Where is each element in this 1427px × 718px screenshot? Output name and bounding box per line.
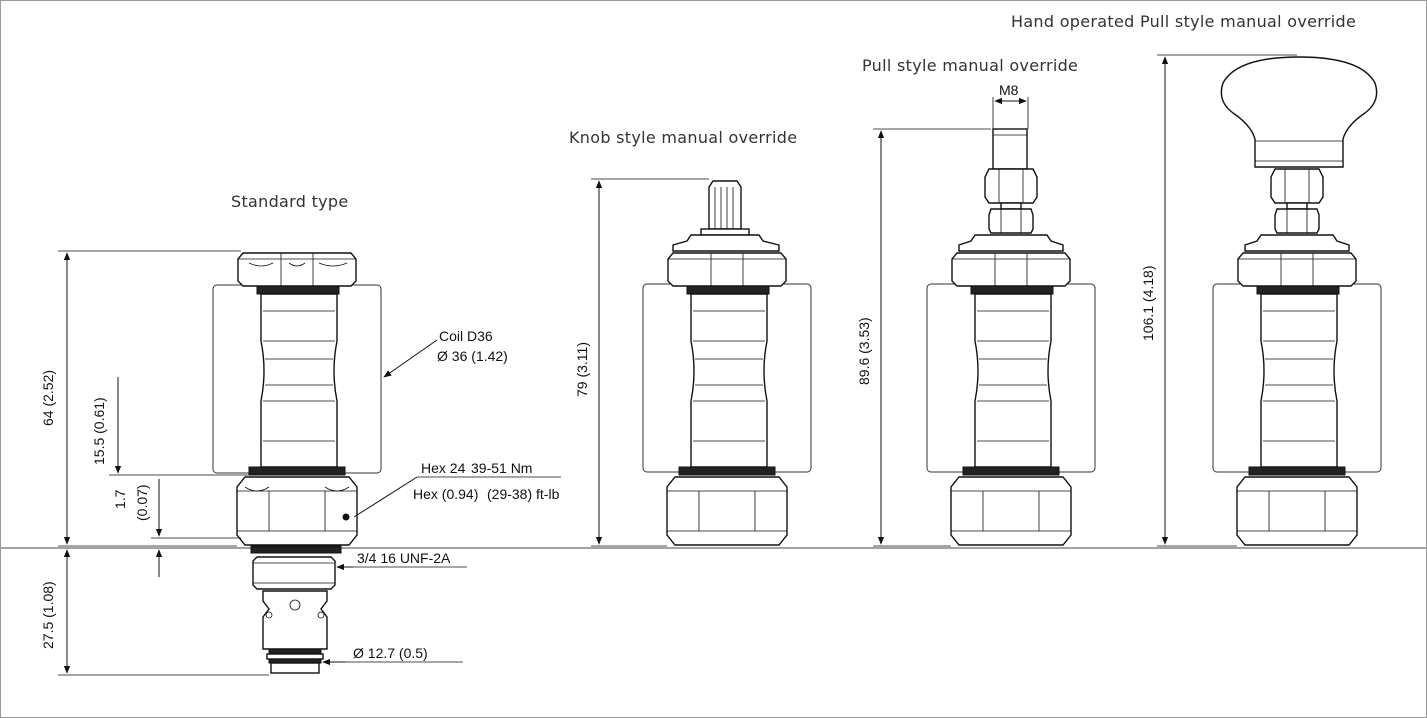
cartridge-thread (252, 556, 336, 590)
dim-15-5: 15.5 (0.61) (91, 397, 107, 465)
bottom-ring (248, 466, 346, 476)
spool-diameter-label: Ø 12.7 (0.5) (353, 645, 428, 661)
dim-1-7: 1.7 (112, 489, 128, 509)
dim-89-6: 89.6 (3.53) (856, 317, 872, 385)
knob-style-title: Knob style manual override (569, 128, 797, 147)
standard-type-title: Standard type (231, 192, 349, 211)
hand-operated-title: Hand operated Pull style manual override (1011, 12, 1356, 31)
dim-0-07: (0.07) (134, 484, 150, 521)
override-knob (708, 180, 742, 230)
hex-inch-label: Hex (0.94) (413, 486, 478, 502)
dim-64: 64 (2.52) (40, 370, 56, 426)
knob-view: Knob style manual override 79 (3.11) (569, 128, 812, 547)
standard-view: Standard type (40, 192, 561, 676)
pull-handle (1220, 56, 1378, 168)
pull-stem (992, 128, 1028, 170)
thread-spec-label: 3/4 16 UNF-2A (357, 550, 451, 566)
pull-style-title: Pull style manual override (862, 56, 1078, 75)
dim-79: 79 (3.11) (574, 342, 590, 397)
cartridge-body (262, 590, 328, 650)
coil-diameter-label: Ø 36 (1.42) (437, 348, 508, 364)
dim-106-1: 106.1 (4.18) (1140, 266, 1156, 342)
hex-size-label: Hex 24 (421, 460, 466, 476)
seal-ring (250, 545, 342, 554)
hand-view: Hand operated Pull style manual override (1011, 12, 1382, 547)
dim-m8: M8 (999, 82, 1019, 98)
top-nut (237, 252, 357, 287)
hex-body (236, 476, 358, 546)
coil-name-label: Coil D36 (439, 328, 493, 344)
top-ring (256, 285, 340, 295)
dim-27-5: 27.5 (1.08) (40, 581, 56, 649)
torque-nm-label: 39-51 Nm (471, 460, 532, 476)
torque-ftlb-label: (29-38) ft-lb (487, 486, 560, 502)
pull-view: Pull style manual override M8 (856, 56, 1096, 547)
